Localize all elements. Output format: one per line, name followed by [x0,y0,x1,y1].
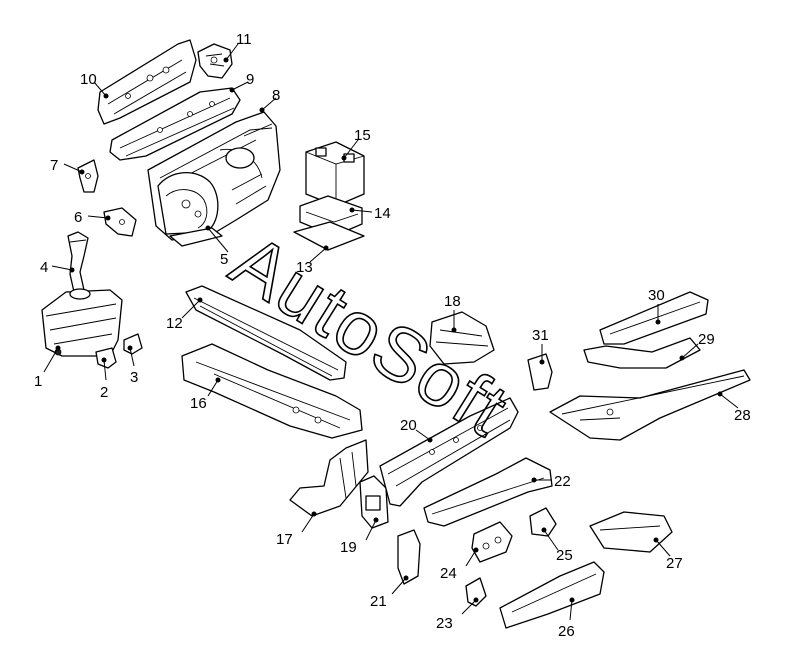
part-20-front-rail [379,397,519,507]
callout-22: 22 [554,473,571,490]
callout-7: 7 [50,157,58,174]
part-24-plate [471,521,513,563]
callout-16: 16 [190,395,207,412]
callout-24: 24 [440,565,457,582]
callout-19: 19 [340,539,357,556]
callout-10: 10 [80,71,97,88]
part-10-rail [97,39,197,125]
callout-21: 21 [370,593,387,610]
part-30-rail [599,291,709,345]
part-27-bracket [589,511,673,553]
callout-6: 6 [74,209,82,226]
part-1-reservoir [41,288,123,357]
callout-18: 18 [444,293,461,310]
callout-31: 31 [532,327,549,344]
callout-8: 8 [272,87,280,104]
part-21-bracket [397,529,421,585]
callout-13: 13 [296,259,313,276]
callout-4: 4 [40,259,48,276]
part-28-rail [549,369,751,441]
callout-27: 27 [666,555,683,572]
part-22-rail [423,457,553,527]
callout-9: 9 [246,71,254,88]
callout-14: 14 [374,205,391,222]
callout-3: 3 [130,369,138,386]
part-26-rail [499,561,605,629]
callout-labels: 1 2 3 4 5 6 7 8 9 10 11 12 13 14 15 16 1… [34,31,751,640]
part-4-filler-neck [67,231,89,293]
part-29-rail [583,337,701,369]
part-18-bracket [429,311,495,365]
callout-30: 30 [648,287,665,304]
callout-17: 17 [276,531,293,548]
callout-20: 20 [400,417,417,434]
callout-2: 2 [100,384,108,401]
part-3-clip [123,333,143,355]
leader-lines [43,43,739,621]
part-15-battery [305,141,365,207]
part-23-clip [465,577,487,607]
part-8-apron-assembly [147,111,281,247]
callout-15: 15 [354,127,371,144]
part-17-side-panel [289,439,369,517]
callout-1: 1 [34,373,42,390]
part-31-bracket [527,353,553,391]
part-25-bracket [529,507,557,537]
callout-25: 25 [556,547,573,564]
callout-5: 5 [220,251,228,268]
callout-26: 26 [558,623,575,640]
part-11-bracket [197,43,233,79]
part-9-rail [109,87,241,161]
part-2-clip [95,347,117,369]
part-19-panel [359,475,389,529]
callout-29: 29 [698,331,715,348]
part-6-plate [103,207,137,237]
callout-11: 11 [236,31,252,48]
part-12-cross-member [185,285,347,381]
part-16-panel [181,343,363,439]
callout-12: 12 [166,315,183,332]
callout-23: 23 [436,615,453,632]
part-13-plate [293,221,365,251]
part-7-bracket [77,159,99,193]
callout-28: 28 [734,407,751,424]
